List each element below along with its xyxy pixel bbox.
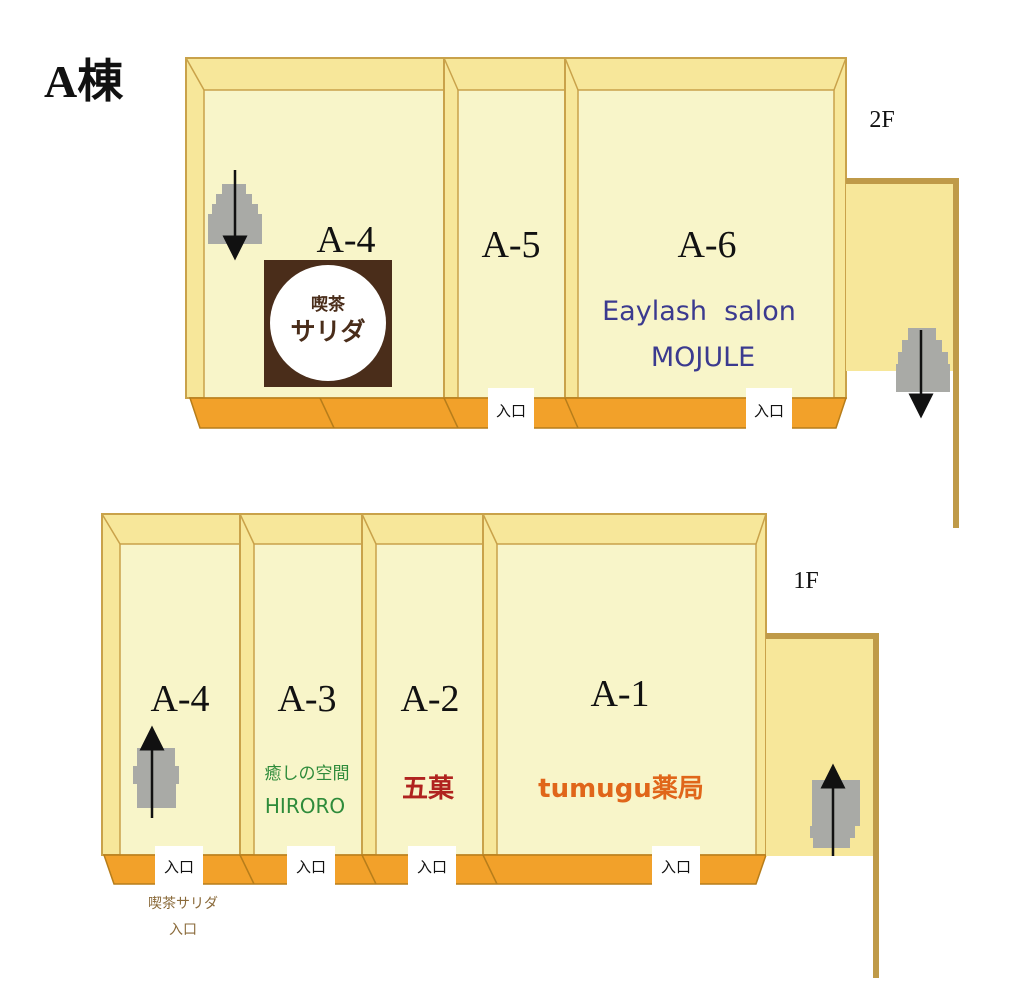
shop-name-a6-line1: Eaylash salon	[602, 296, 796, 327]
shop-name-a3-line2: HIRORO	[265, 794, 345, 818]
entrance-label: 入口	[417, 858, 447, 876]
stairs-icon	[208, 170, 262, 261]
external-stairway-1f	[766, 633, 879, 978]
floor-1f: 入口 入口 入口 入口 喫茶サリダ 入口 A-4 A-3 A-2 A-1 癒しの…	[101, 513, 879, 978]
entrance-2f-a6[interactable]: 入口	[746, 388, 792, 430]
entrance-label: 入口	[496, 402, 526, 420]
floor-label-2f: 2F	[869, 107, 894, 133]
floor-2f: 入口 入口 A-4 A-5 A-6 Eaylash salon MOJULE 喫…	[185, 57, 959, 528]
entrance-1f-a4[interactable]: 入口	[155, 846, 203, 886]
unit-label-2f-a4: A-4	[316, 219, 375, 261]
cafe-logo-line1: 喫茶	[311, 294, 346, 315]
unit-2f-a6[interactable]	[564, 57, 847, 399]
shop-name-a3-line1: 癒しの空間	[265, 764, 350, 784]
entrance-1f-a2[interactable]: 入口	[408, 846, 456, 886]
entrance-label: 入口	[164, 858, 194, 876]
cafe-entrance-note-line2: 入口	[169, 922, 197, 938]
cafe-entrance-note-line1: 喫茶サリダ	[148, 896, 218, 912]
shop-name-a6-line2: MOJULE	[651, 342, 755, 373]
unit-1f-a2[interactable]	[361, 513, 484, 856]
building-title: A棟	[44, 56, 124, 107]
cafe-saridal-logo: 喫茶 サリダ	[264, 260, 392, 387]
stairs-icon	[810, 780, 860, 848]
unit-label-1f-a2: A-2	[400, 678, 459, 720]
unit-label-1f-a3: A-3	[277, 678, 336, 720]
stairs-icon	[133, 725, 179, 818]
unit-1f-a1[interactable]	[482, 513, 767, 856]
unit-2f-a5[interactable]	[443, 57, 566, 399]
shop-name-a1: tumugu薬局	[538, 774, 704, 804]
stairs-icon	[896, 328, 950, 392]
entrance-2f-a5[interactable]: 入口	[488, 388, 534, 430]
entrance-1f-a3[interactable]: 入口	[287, 846, 335, 886]
external-stairway-2f	[846, 178, 959, 528]
unit-label-1f-a4: A-4	[150, 678, 209, 720]
unit-label-2f-a5: A-5	[481, 224, 540, 266]
cafe-logo-line2: サリダ	[290, 317, 365, 346]
unit-label-1f-a1: A-1	[590, 673, 649, 715]
entrance-label: 入口	[296, 858, 326, 876]
entrance-label: 入口	[754, 402, 784, 420]
shop-name-a2: 五菓	[402, 774, 455, 804]
entrance-label: 入口	[661, 858, 691, 876]
unit-label-2f-a6: A-6	[677, 224, 736, 266]
floor-label-1f: 1F	[793, 568, 818, 594]
entrance-1f-a1[interactable]: 入口	[652, 846, 700, 886]
